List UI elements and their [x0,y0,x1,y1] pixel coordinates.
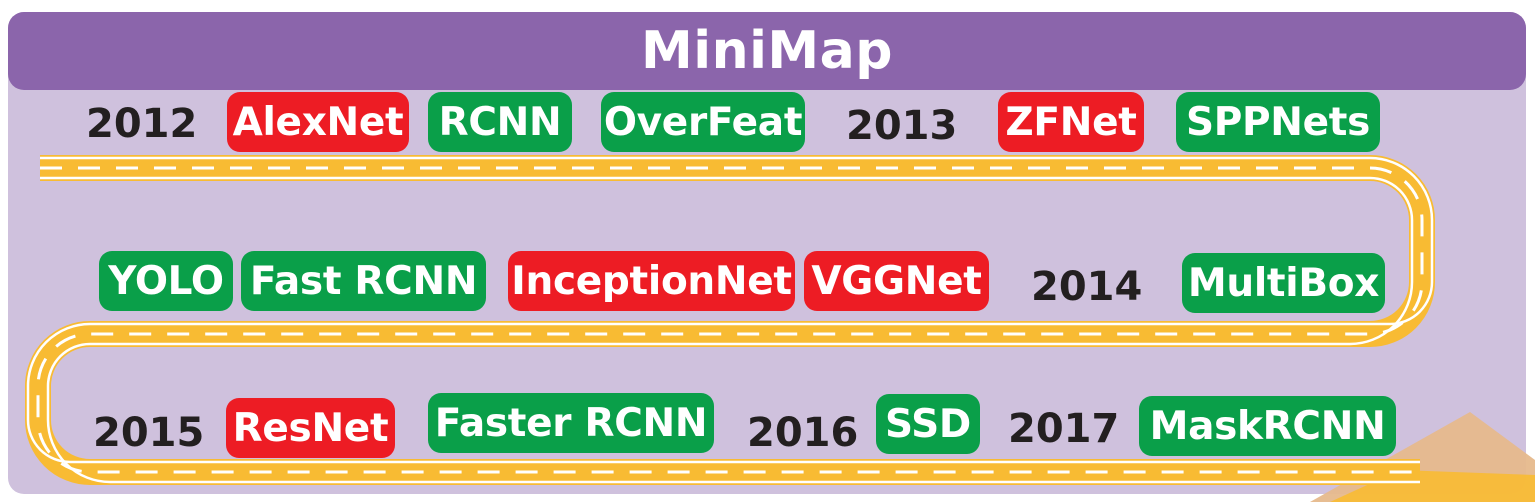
model-tag-faster-rcnn: Faster RCNN [428,393,714,453]
model-tag-vggnet: VGGNet [804,251,989,311]
year-label-2014: 2014 [1031,264,1143,310]
year-label-2016: 2016 [747,410,859,456]
model-tag-maskrcnn: MaskRCNN [1139,396,1396,456]
year-label-2017: 2017 [1008,406,1120,452]
year-label-2015: 2015 [93,410,205,456]
model-tag-sppnets: SPPNets [1176,92,1380,152]
model-tag-ssd: SSD [876,394,980,454]
model-tag-zfnet: ZFNet [998,92,1144,152]
model-tag-fast-rcnn: Fast RCNN [241,251,486,311]
model-tag-rcnn: RCNN [428,92,572,152]
model-tag-overfeat: OverFeat [601,92,805,152]
road-edge-bottom [40,176,1420,484]
year-label-2013: 2013 [846,103,958,149]
model-tag-alexnet: AlexNet [227,92,409,152]
year-label-2012: 2012 [86,101,198,147]
header-bar: MiniMap [8,12,1526,90]
page-title: MiniMap [641,21,893,81]
road-center-dashes [36,166,1424,474]
road-edge-top [26,156,1434,464]
model-tag-resnet: ResNet [226,398,395,458]
model-tag-inceptionnet: InceptionNet [508,251,795,311]
model-tag-yolo: YOLO [99,251,233,311]
model-tag-multibox: MultiBox [1182,253,1385,313]
